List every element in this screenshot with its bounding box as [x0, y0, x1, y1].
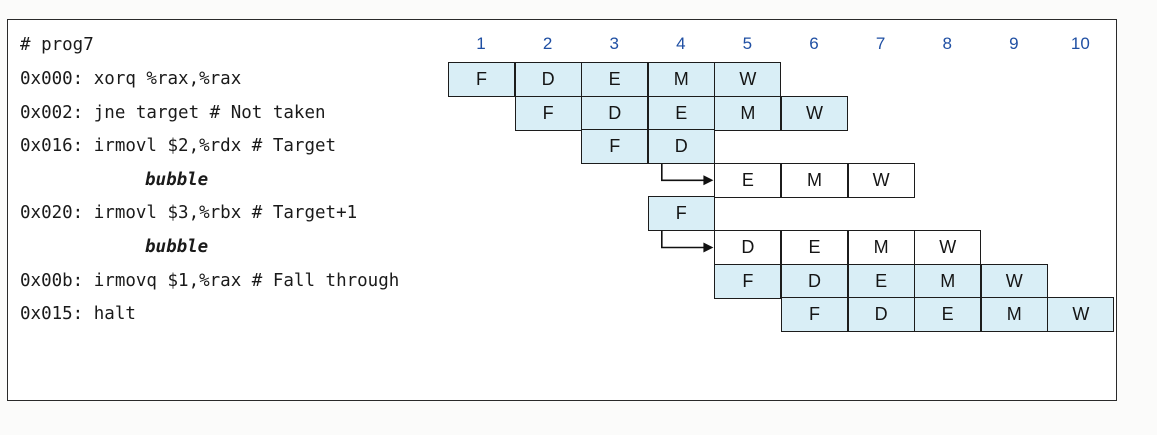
stage-cell-f: F — [514, 95, 582, 131]
stage-cell-w: W — [714, 62, 782, 97]
instruction-label: 0x000: xorq %rax,%rax — [20, 69, 242, 89]
cycle-number-9: 9 — [1009, 34, 1019, 53]
stage-cell-d: D — [647, 129, 715, 165]
stage-cell-f: F — [581, 129, 649, 165]
stage-cell-w: W — [781, 95, 848, 131]
bubble-label: bubble — [145, 169, 209, 190]
cycle-number-7: 7 — [875, 34, 886, 53]
stage-cell-e: E — [647, 95, 715, 131]
bubble-arrow-head — [703, 175, 714, 186]
stage-cell-m: M — [647, 62, 715, 97]
stage-cell-e: E — [914, 297, 982, 333]
cycle-number-4: 4 — [676, 34, 686, 53]
stage-cell-m: M — [847, 230, 915, 265]
instruction-label: 0x020: irmovl $3,%rbx # Target+1 — [20, 203, 358, 224]
cycle-number-1: 1 — [476, 34, 486, 53]
stage-cell-d: D — [581, 95, 649, 131]
instruction-label: 0x015: halt — [20, 304, 136, 325]
stage-cell-f: F — [714, 263, 782, 299]
stage-cell-f: F — [781, 297, 848, 333]
stage-cell-m: M — [781, 162, 848, 198]
stage-cell-e: E — [581, 62, 649, 97]
stage-cell-d: D — [514, 62, 582, 97]
bubble-arrow-line — [661, 161, 707, 182]
stage-cell-e: E — [847, 263, 915, 299]
cycle-number-8: 8 — [942, 34, 952, 53]
stage-cell-f: F — [448, 62, 515, 97]
stage-cell-d: D — [847, 297, 915, 333]
stage-cell-e: E — [781, 230, 848, 265]
cycle-number-2: 2 — [542, 34, 553, 53]
stage-cell-m: M — [714, 95, 782, 131]
bubble-arrow-head — [703, 242, 714, 253]
cycle-number-10: 10 — [1070, 34, 1090, 53]
cycle-number-5: 5 — [742, 34, 753, 53]
stage-cell-w: W — [847, 162, 915, 198]
instruction-label: 0x00b: irmovq $1,%rax # Fall through — [20, 270, 400, 291]
stage-cell-d: D — [714, 230, 782, 265]
stage-cell-f: F — [647, 196, 715, 232]
instruction-label: 0x016: irmovl $2,%rdx # Target — [20, 136, 337, 157]
stage-cell-e: E — [714, 162, 782, 198]
stage-cell-w: W — [980, 263, 1048, 299]
bubble-label: bubble — [145, 237, 209, 257]
stage-cell-m: M — [980, 297, 1048, 333]
bubble-arrow-line — [661, 229, 707, 249]
stage-cell-m: M — [914, 263, 982, 299]
cycle-number-3: 3 — [609, 34, 619, 53]
stage-cell-w: W — [914, 230, 982, 265]
stage-cell-w: W — [1047, 297, 1115, 333]
cycle-number-6: 6 — [809, 34, 819, 53]
instruction-label: 0x002: jne target # Not taken — [20, 102, 326, 123]
stage-cell-d: D — [781, 263, 848, 299]
program-label: # prog7 — [20, 35, 94, 55]
